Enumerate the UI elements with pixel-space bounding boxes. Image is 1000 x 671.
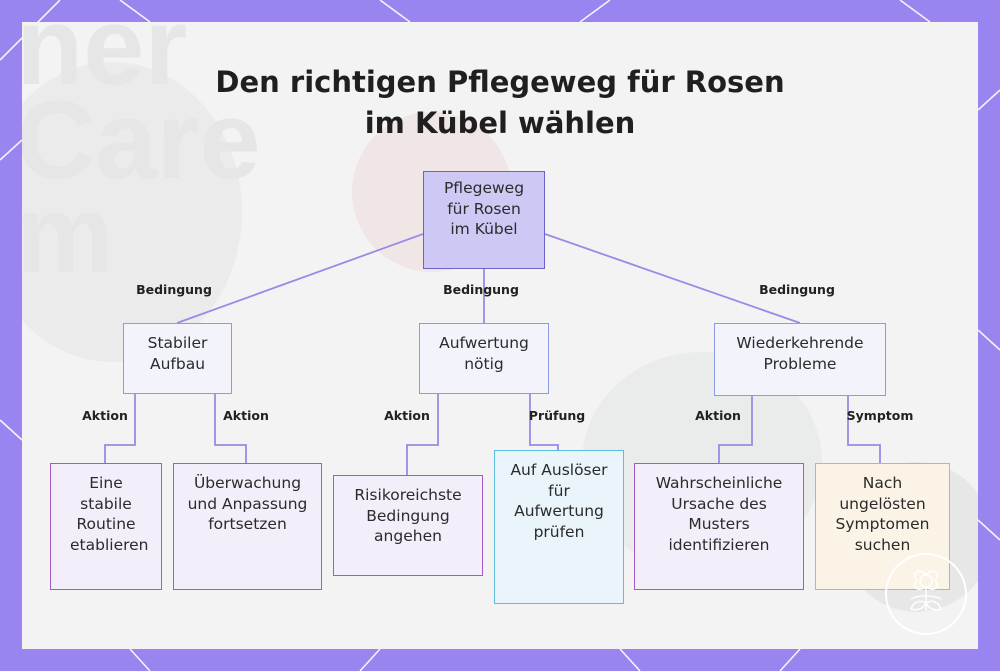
node-root[interactable]: Pflegeweg für Rosen im Kübel	[423, 171, 545, 269]
node-unresolved-symptoms-label: Nach ungelösten Symptomen suchen	[835, 474, 930, 554]
edge-upgrade-risk	[406, 394, 439, 475]
edge-label-upgrade-trigger: Prüfung	[528, 408, 586, 423]
bg-text-3: m	[22, 173, 114, 296]
diagram-title: Den richtigen Pflegeweg für Rosen im Küb…	[215, 65, 785, 140]
edge-root-recurring	[544, 233, 801, 324]
edge-stable-monitor	[214, 394, 247, 463]
node-risk[interactable]: Risikoreichste Bedingung angehen	[333, 475, 483, 576]
node-recurring-problems-label: Wiederkehrende Probleme	[736, 334, 864, 373]
node-routine-label: Eine stabile Routine etablieren	[70, 474, 149, 554]
node-upgrade-needed[interactable]: Aufwertung nötig	[419, 323, 549, 394]
flower-emblem-icon	[885, 553, 967, 635]
edge-label-root-recurring: Bedingung	[759, 282, 835, 297]
bg-text-1: ner	[22, 22, 188, 108]
edge-label-recurring-unresolved: Symptom	[846, 408, 914, 423]
edge-label-stable-monitor: Aktion	[223, 408, 269, 423]
node-root-label: Pflegeweg für Rosen im Kübel	[443, 179, 525, 238]
edge-label-upgrade-risk: Aktion	[384, 408, 430, 423]
node-recurring-problems[interactable]: Wiederkehrende Probleme	[714, 323, 886, 396]
node-risk-label: Risikoreichste Bedingung angehen	[354, 486, 462, 545]
node-unresolved-symptoms[interactable]: Nach ungelösten Symptomen suchen	[815, 463, 950, 590]
edge-upgrade-trigger	[529, 394, 559, 450]
bg-text-2: Care	[22, 79, 261, 202]
edge-label-root-stable: Bedingung	[136, 282, 212, 297]
edge-label-recurring-cause: Aktion	[695, 408, 741, 423]
edge-recurring-cause	[718, 396, 753, 463]
edge-label-stable-routine: Aktion	[82, 408, 128, 423]
edge-stable-routine	[104, 394, 136, 463]
edge-root-stable	[176, 233, 424, 324]
node-upgrade-needed-label: Aufwertung nötig	[439, 334, 529, 373]
node-cause-label: Wahrscheinliche Ursache des Musters iden…	[655, 474, 783, 554]
node-trigger-check[interactable]: Auf Auslöser für Aufwertung prüfen	[494, 450, 624, 604]
node-cause[interactable]: Wahrscheinliche Ursache des Musters iden…	[634, 463, 804, 590]
edge-recurring-unresolved	[847, 396, 881, 463]
node-monitor-label: Überwachung und Anpassung fortsetzen	[187, 474, 308, 533]
node-stable-setup[interactable]: Stabiler Aufbau	[123, 323, 232, 394]
edge-label-root-upgrade: Bedingung	[443, 282, 519, 297]
node-monitor[interactable]: Überwachung und Anpassung fortsetzen	[173, 463, 322, 590]
node-routine[interactable]: Eine stabile Routine etablieren	[50, 463, 162, 590]
node-trigger-check-label: Auf Auslöser für Aufwertung prüfen	[510, 461, 608, 541]
node-stable-setup-label: Stabiler Aufbau	[147, 334, 208, 373]
